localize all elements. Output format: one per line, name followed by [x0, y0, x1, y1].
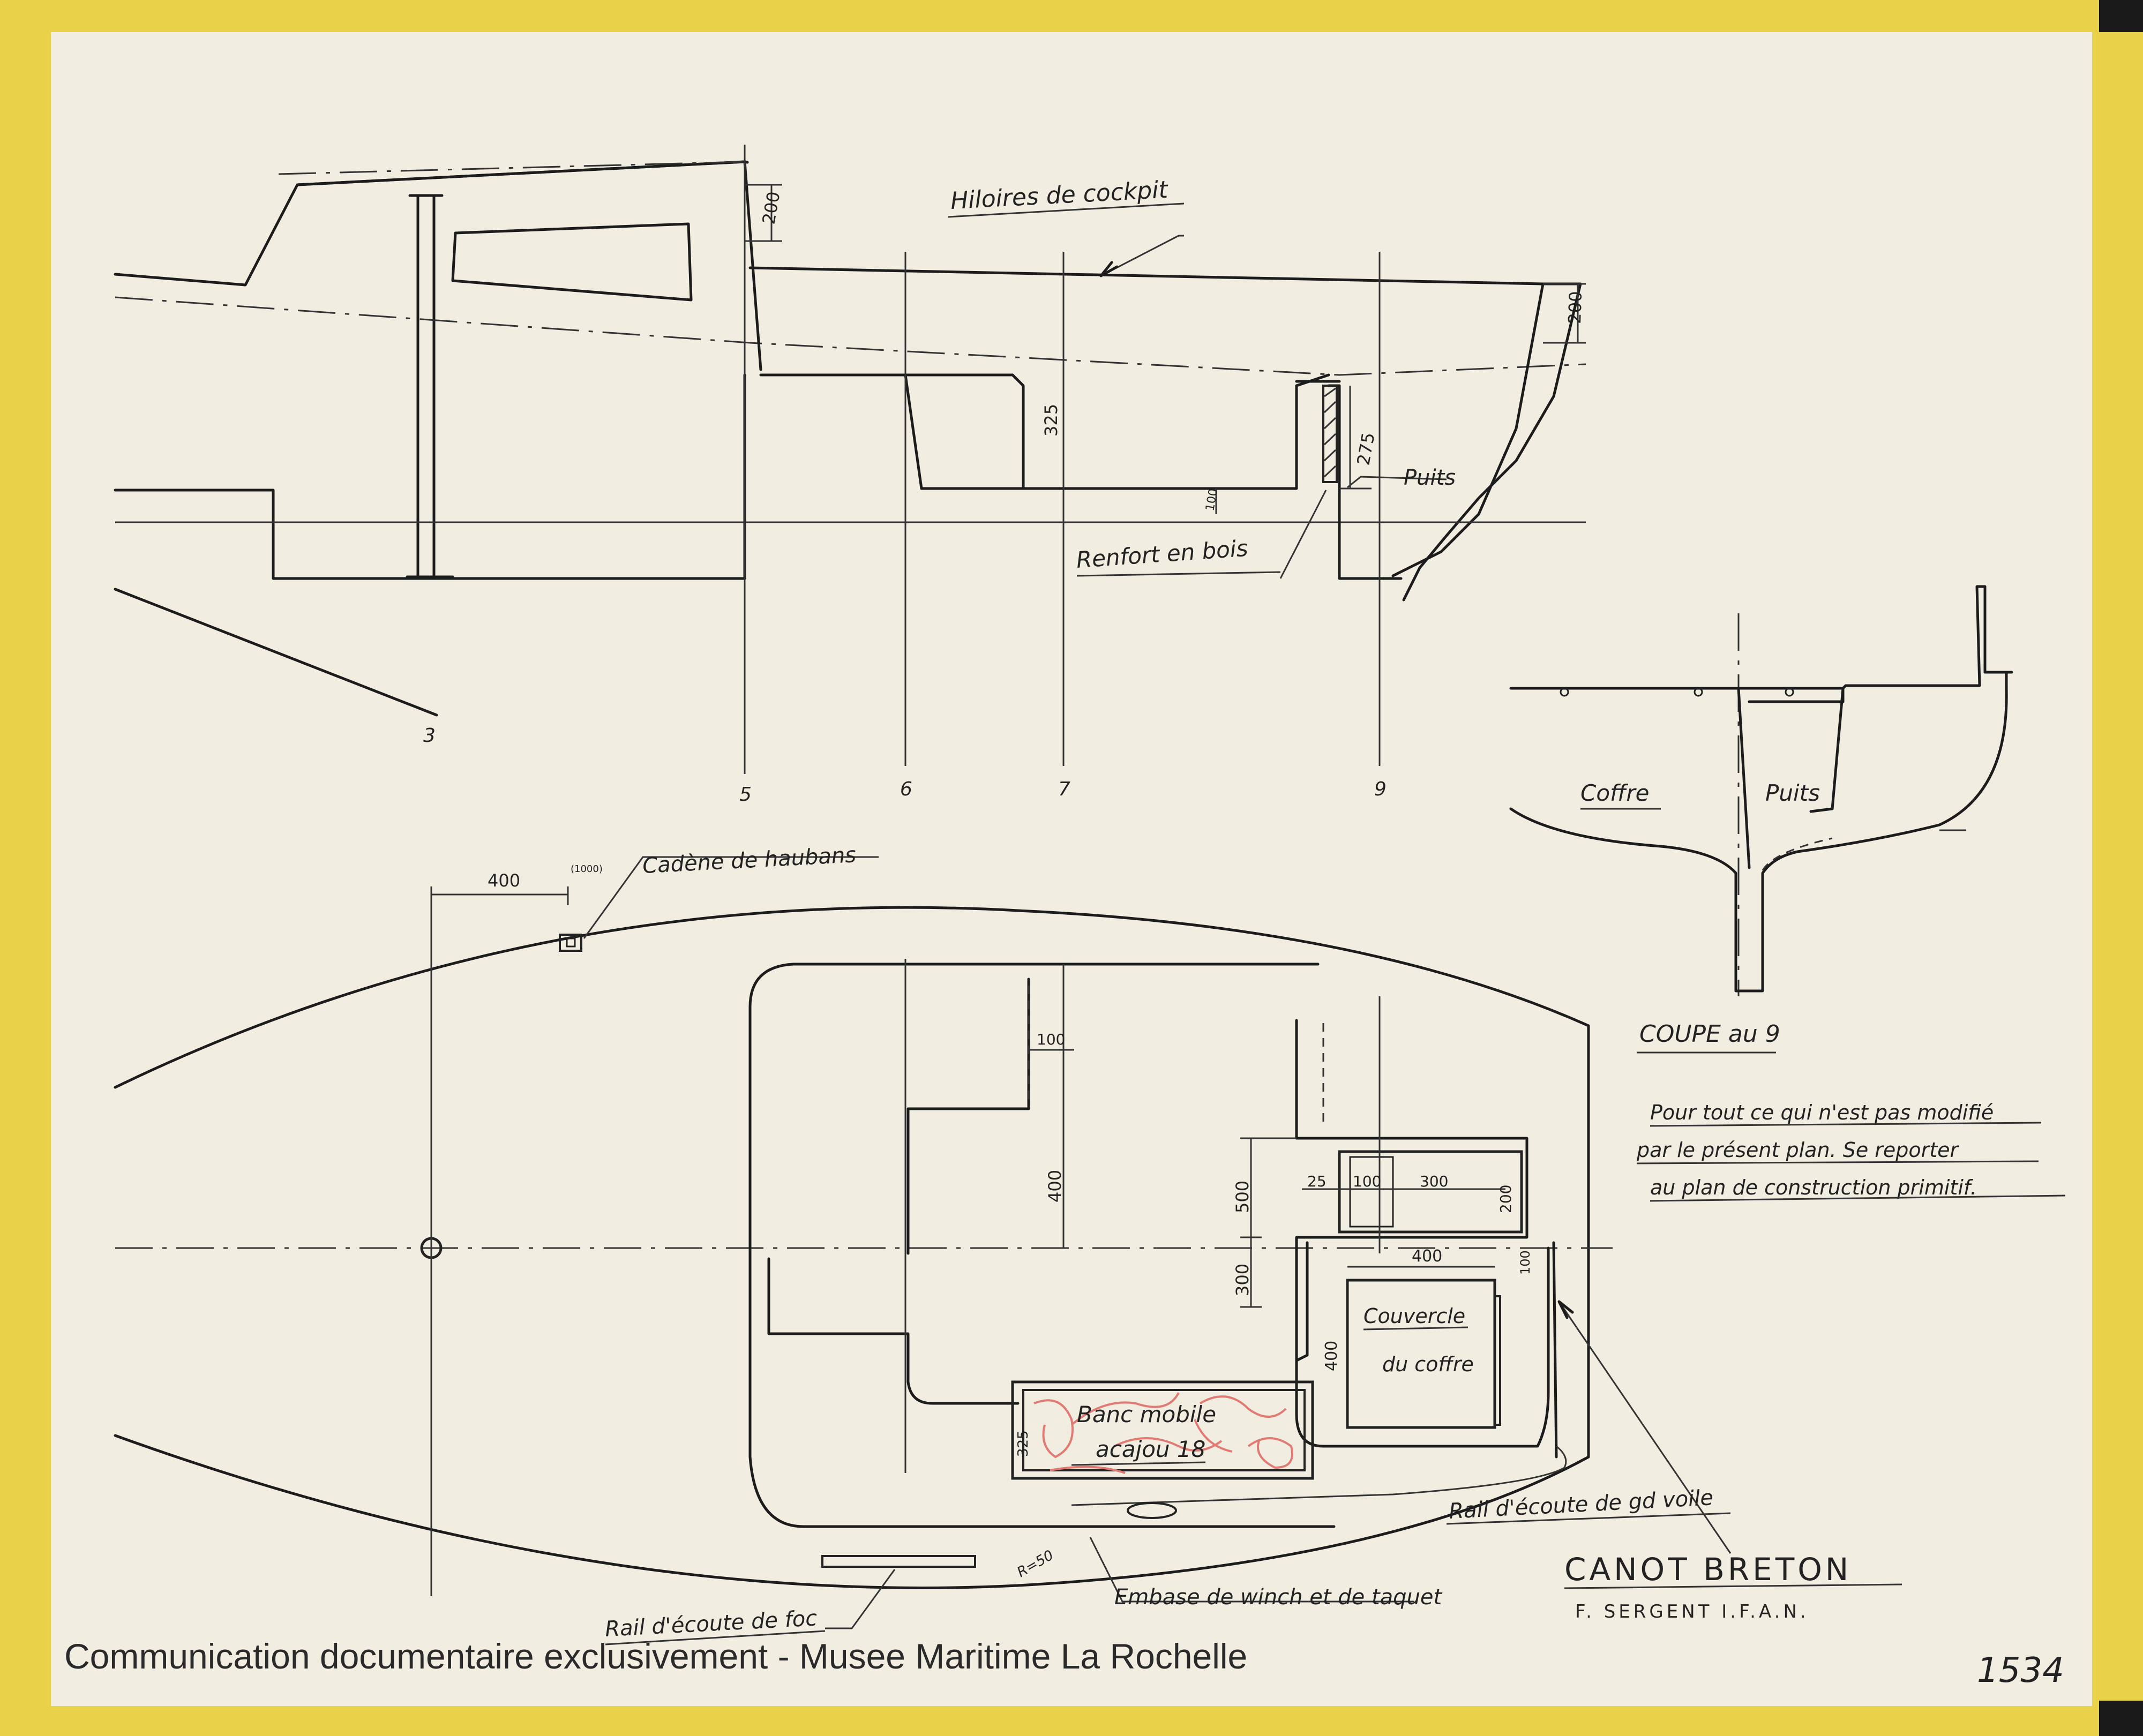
- dim-325-profile: 325: [1041, 404, 1061, 437]
- plan-view: [114, 856, 1732, 1629]
- dim-400-lid: 400: [1412, 1247, 1442, 1266]
- puits-label-section: Puits: [1765, 780, 1820, 806]
- frame-label-5: 5: [739, 784, 752, 806]
- dim-25: 25: [1307, 1173, 1327, 1190]
- paper-sheet: [51, 32, 2092, 1706]
- banc-line-1: Banc mobile: [1077, 1401, 1216, 1427]
- note-line-1: Pour tout ce qui n'est pas modifié: [1650, 1101, 1994, 1124]
- dim-faint-cadene: (1000): [571, 863, 603, 875]
- title-name: CANOT BRETON: [1564, 1551, 1852, 1588]
- profile-view: [114, 145, 1586, 774]
- dim-300-box: 300: [1420, 1173, 1448, 1190]
- embase-label: Embase de winch et de taquet: [1114, 1585, 1443, 1610]
- dim-200-box: 200: [1497, 1185, 1515, 1213]
- dim-400-lid-vertical: 400: [1322, 1341, 1341, 1371]
- museum-caption: Communication documentaire exclusivement…: [64, 1636, 1247, 1676]
- dim-300-vertical: 300: [1232, 1264, 1253, 1296]
- dim-400-cadene: 400: [488, 870, 520, 891]
- frame-label-9: 9: [1374, 778, 1387, 800]
- dim-200-transom: 200: [1564, 291, 1586, 324]
- plan-number: 1534: [1977, 1651, 2064, 1690]
- dim-500: 500: [1232, 1181, 1253, 1213]
- dim-400-vertical: 400: [1045, 1170, 1065, 1203]
- dim-100-box: 100: [1353, 1173, 1381, 1190]
- section-view: [1509, 585, 2013, 996]
- puits-label-profile: Puits: [1404, 465, 1456, 490]
- frame-label-6: 6: [900, 778, 912, 800]
- frame-label-3: 3: [423, 725, 436, 747]
- dim-100-lid: 100: [1518, 1250, 1533, 1275]
- couvercle-line-1: Couvercle: [1363, 1304, 1465, 1328]
- note-line-2: par le présent plan. Se reporter: [1636, 1138, 1960, 1162]
- banc-line-2: acajou 18: [1096, 1436, 1205, 1462]
- binder-clip-bottom: [2099, 1701, 2143, 1736]
- title-author: F. SERGENT I.F.A.N.: [1575, 1601, 1809, 1622]
- binder-clip-top: [2099, 0, 2143, 32]
- dim-325-banc: 325: [1015, 1430, 1031, 1457]
- note-line-3: au plan de construction primitif.: [1650, 1176, 1977, 1199]
- dim-100-plan: 100: [1037, 1031, 1065, 1048]
- coupe-title: COUPE au 9: [1639, 1020, 1780, 1048]
- coffre-label-section: Coffre: [1580, 780, 1649, 806]
- frame-label-7: 7: [1058, 778, 1070, 800]
- couvercle-line-2: du coffre: [1382, 1352, 1474, 1376]
